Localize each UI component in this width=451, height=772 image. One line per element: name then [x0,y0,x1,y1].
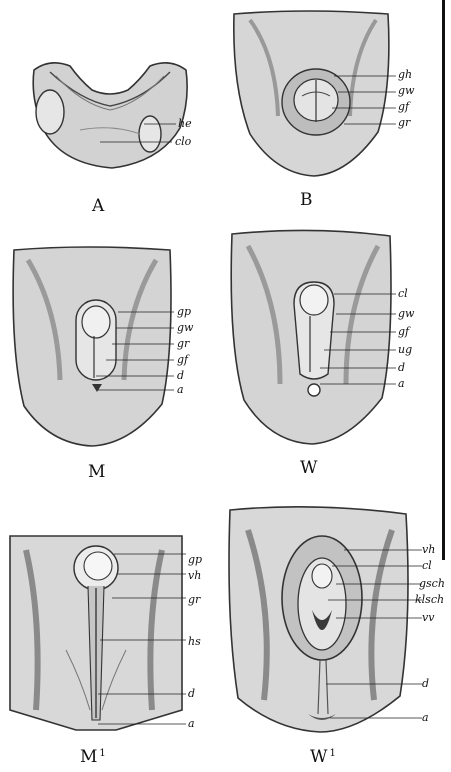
panel-w1-label-vv: vv [422,612,434,624]
panel-w-label-a: a [398,378,405,390]
panel-m1-label-a: a [188,718,195,730]
panel-b-label-gr: gr [398,117,410,129]
panel-b-label-gf: gf [398,101,409,113]
panel-w-label-d: d [398,362,405,374]
panel-m-label-gf: gf [177,354,188,366]
panel-m-label-gr: gr [177,338,189,350]
panel-b-illustration [228,6,398,184]
panel-b-caption: B [300,190,313,210]
panel-w-label-cl: cl [398,288,408,300]
panel-m-label-d: d [177,370,184,382]
panel-m-label-gw: gw [177,322,193,334]
panel-w-caption: W [300,458,317,478]
panel-a-label-clo: clo [175,136,191,148]
panel-b-label-gw: gw [398,85,414,97]
panel-w-label-gf: gf [398,326,409,338]
panel-m1-illustration [6,530,186,738]
panel-w-illustration [224,224,400,448]
panel-m-caption: M [88,462,105,482]
panel-w1-label-gsch: gsch [419,578,445,590]
panel-m1-label-gr: gr [188,594,200,606]
panel-w-label-ug: ug [398,344,412,356]
panel-m1-label-vh: vh [188,570,201,582]
panel-m-label-a: a [177,384,184,396]
right-border-rule [442,0,445,560]
panel-w1-label-cl: cl [422,560,432,572]
panel-m1-label-hs: hs [188,636,201,648]
panel-a-caption: A [92,196,104,216]
panel-w1-label-klsch: klsch [415,594,444,606]
panel-a-illustration [20,50,200,180]
panel-a-label-he: he [178,118,192,130]
panel-w1-label-a: a [422,712,429,724]
panel-m-illustration [6,240,178,450]
panel-w1-label-d: d [422,678,429,690]
panel-b-label-gh: gh [398,69,412,81]
panel-w1-label-vh: vh [422,544,435,556]
panel-m-label-gp: gp [177,306,191,318]
panel-m1-label-d: d [188,688,195,700]
panel-m1-label-gp: gp [188,554,202,566]
panel-w-label-gw: gw [398,308,414,320]
panel-w1-illustration [224,500,416,740]
